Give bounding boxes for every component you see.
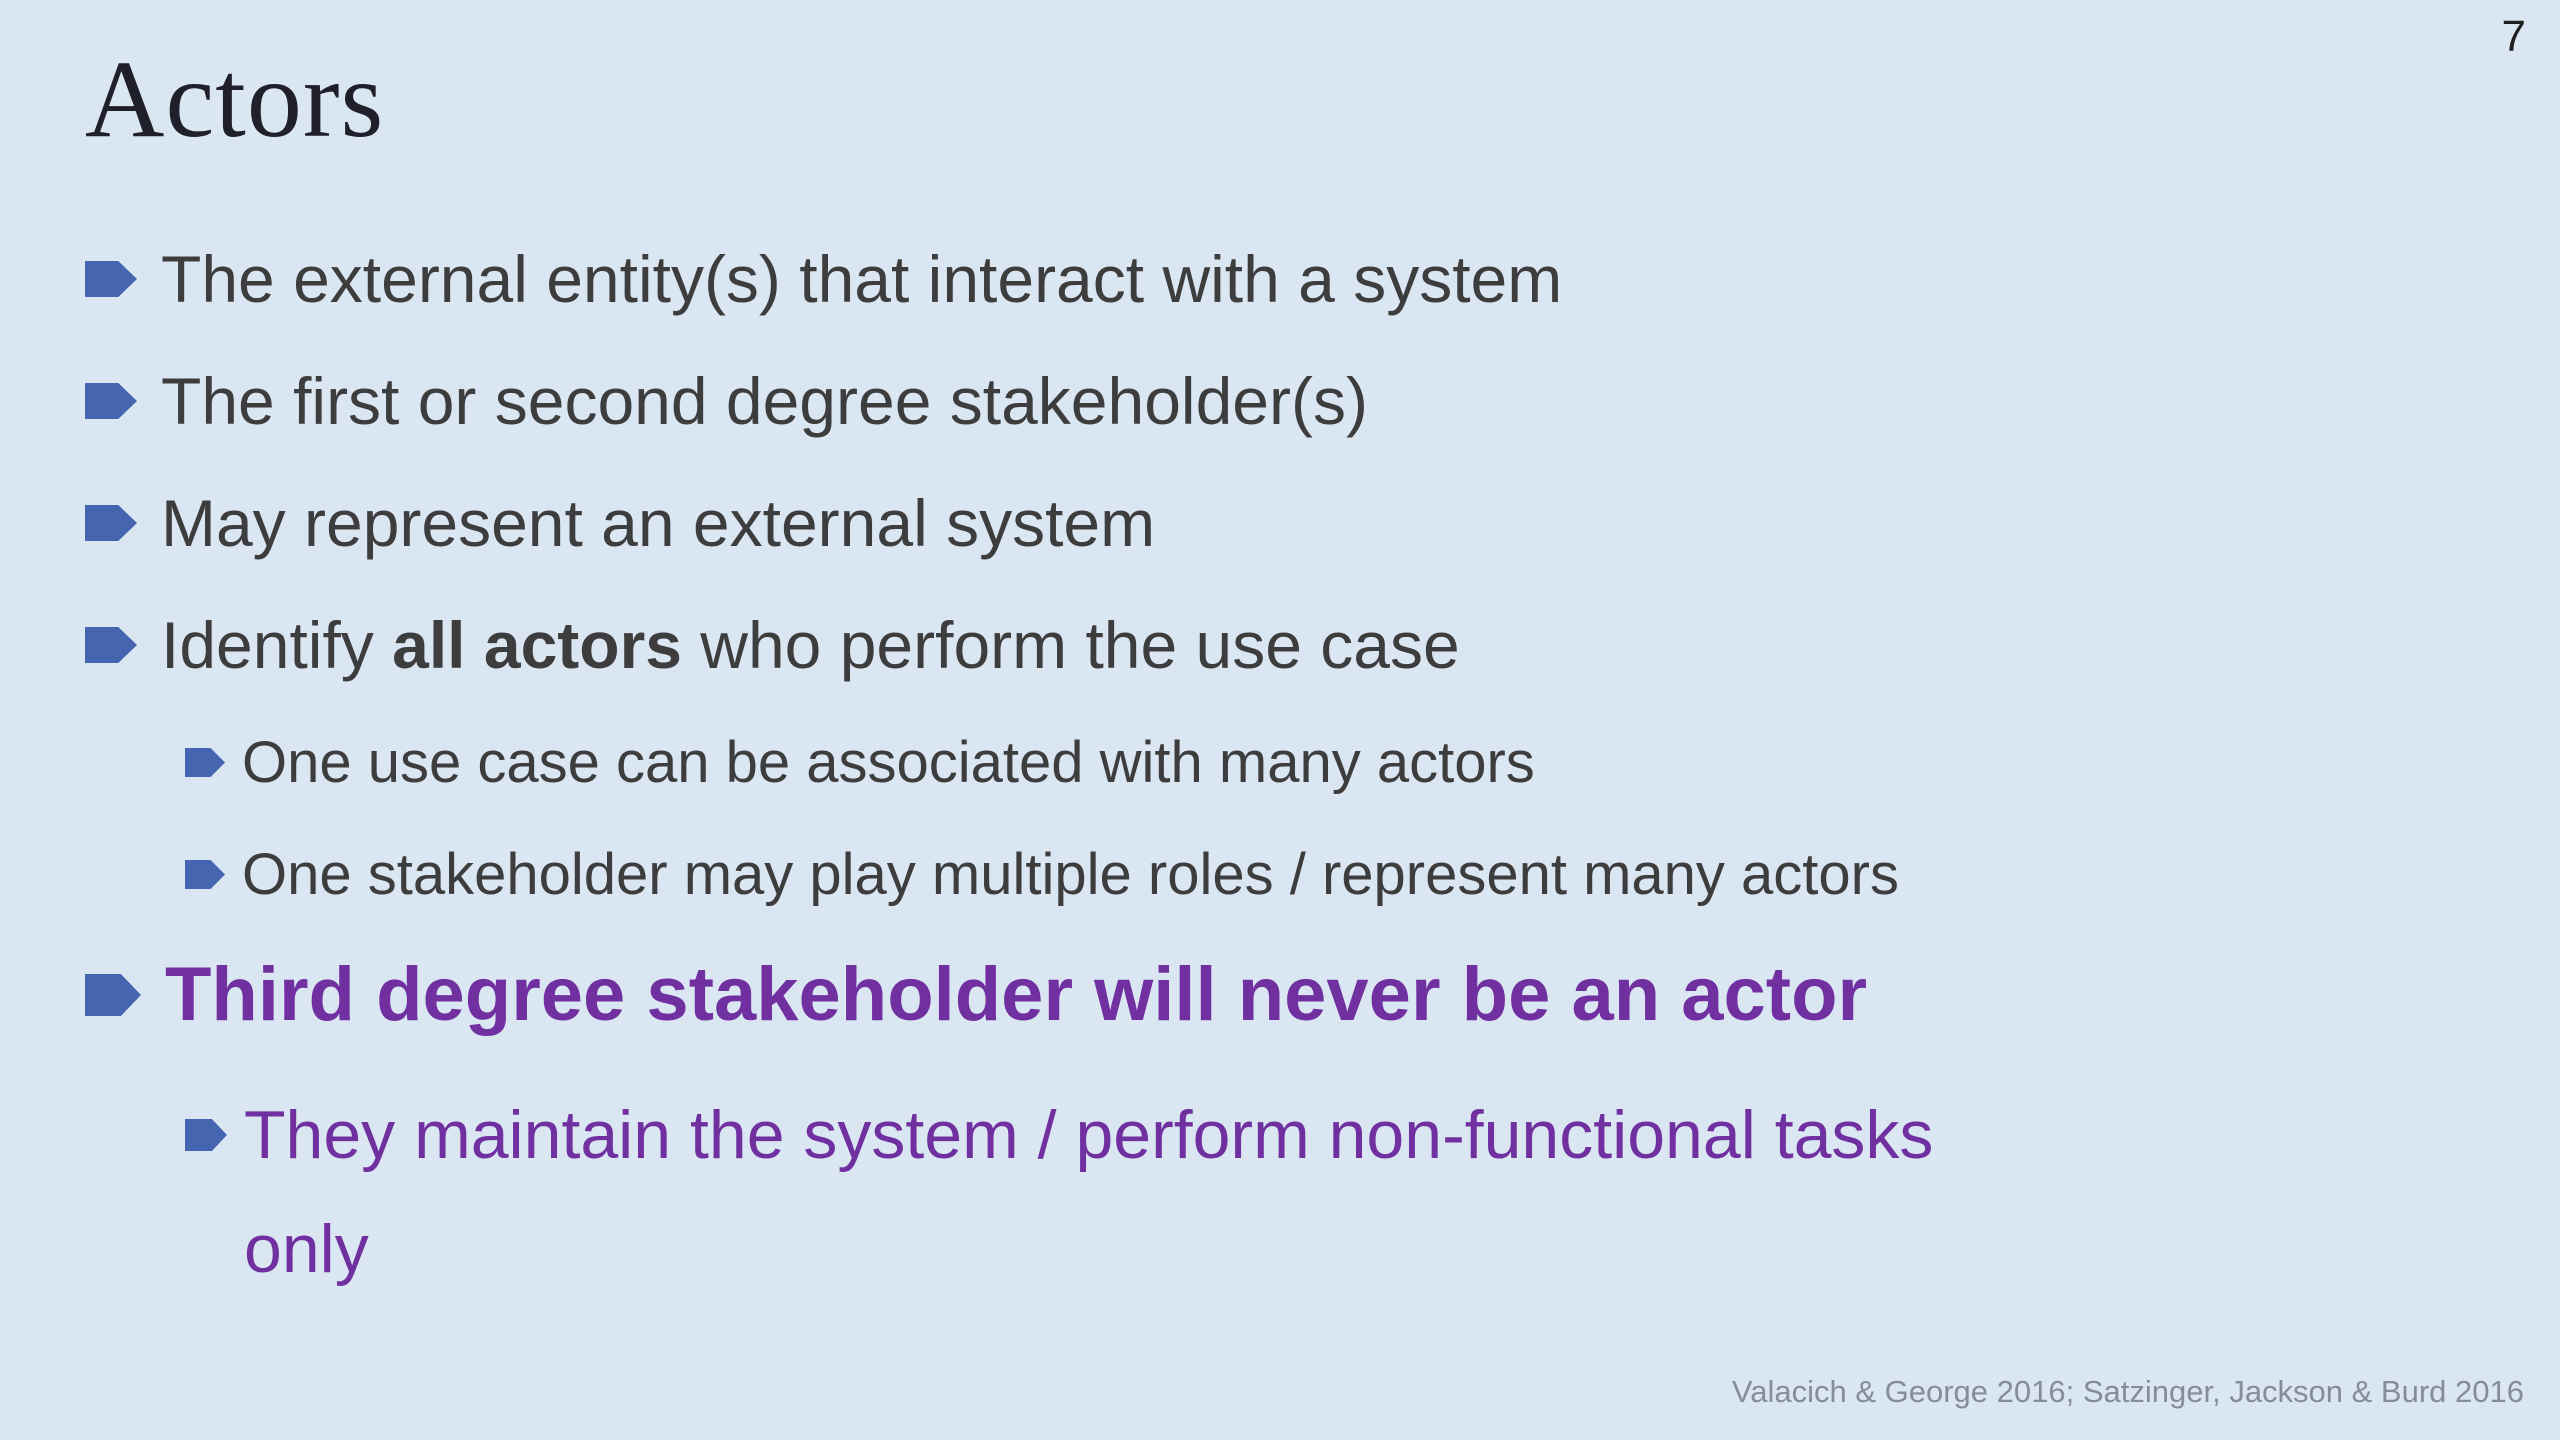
arrow-bullet-icon bbox=[85, 383, 137, 419]
bullet-item: They maintain the system / perform non-f… bbox=[185, 1078, 2520, 1306]
slide-title: Actors bbox=[85, 38, 385, 160]
bullet-text: One use case can be associated with many… bbox=[242, 730, 1535, 795]
bullet-text: One stakeholder may play multiple roles … bbox=[242, 842, 1899, 907]
bullet-item: Identify all actors who perform the use … bbox=[85, 606, 2520, 684]
arrow-bullet-icon bbox=[85, 505, 137, 541]
bullet-text: Identify all actors who perform the use … bbox=[161, 608, 1460, 682]
bullet-list: The external entity(s) that interact wit… bbox=[85, 240, 2520, 1306]
bullet-text: The external entity(s) that interact wit… bbox=[161, 242, 1563, 316]
bullet-text: Third degree stakeholder will never be a… bbox=[165, 952, 1868, 1037]
page-number: 7 bbox=[2501, 12, 2526, 61]
bullet-item: One stakeholder may play multiple roles … bbox=[185, 840, 2520, 910]
footer-citation: Valacich & George 2016; Satzinger, Jacks… bbox=[1731, 1374, 2524, 1409]
bullet-text: The first or second degree stakeholder(s… bbox=[161, 364, 1368, 438]
arrow-bullet-icon bbox=[185, 1119, 227, 1151]
arrow-bullet-icon bbox=[85, 261, 137, 297]
bullet-item: May represent an external system bbox=[85, 484, 2520, 562]
arrow-bullet-icon bbox=[85, 974, 141, 1016]
bullet-text: May represent an external system bbox=[161, 486, 1156, 560]
bullet-item: One use case can be associated with many… bbox=[185, 728, 2520, 798]
bullet-item: Third degree stakeholder will never be a… bbox=[85, 952, 2520, 1038]
arrow-bullet-icon bbox=[185, 748, 225, 777]
bullet-text: They maintain the system / perform non-f… bbox=[244, 1097, 1934, 1287]
bullet-item: The first or second degree stakeholder(s… bbox=[85, 362, 2520, 440]
arrow-bullet-icon bbox=[185, 860, 225, 889]
arrow-bullet-icon bbox=[85, 627, 137, 663]
bullet-item: The external entity(s) that interact wit… bbox=[85, 240, 2520, 318]
